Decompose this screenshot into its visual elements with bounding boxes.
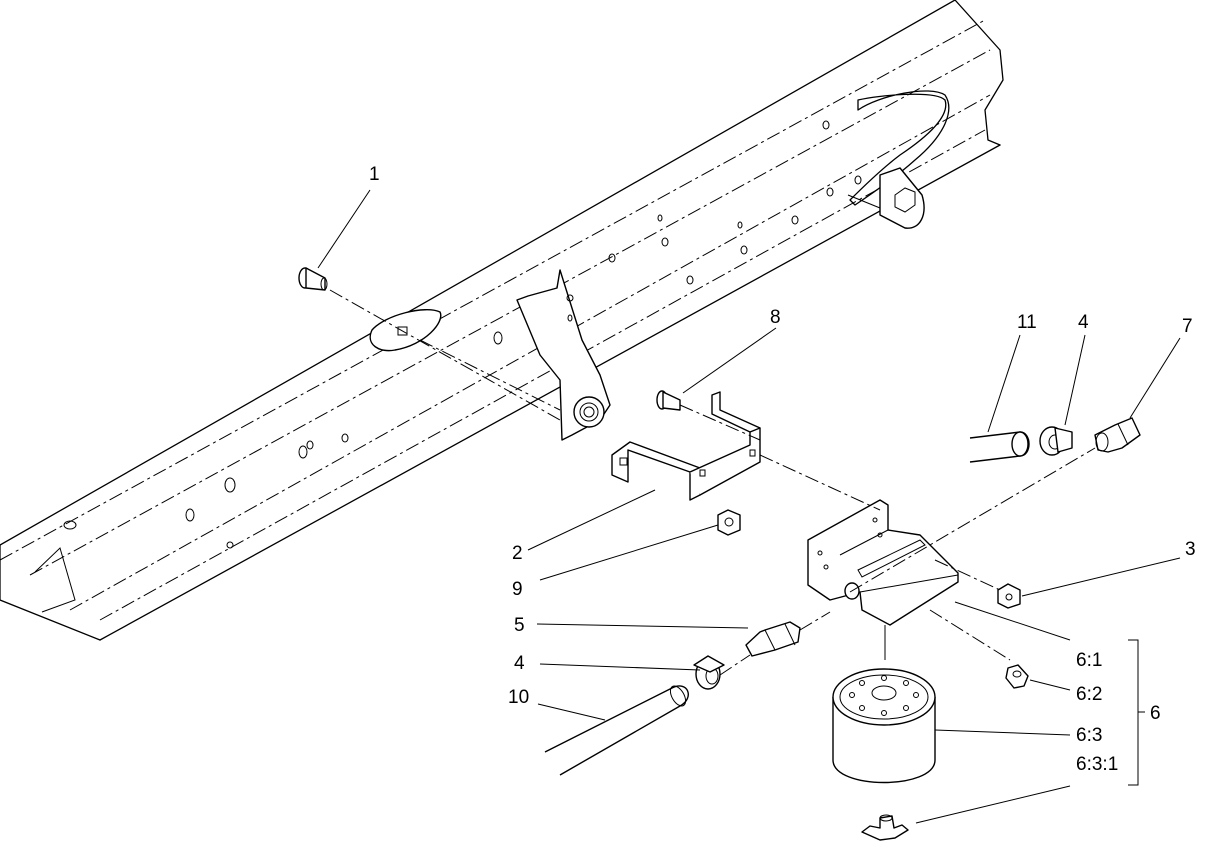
frame-rail <box>0 0 1004 641</box>
part-11-hose <box>969 431 1030 463</box>
leader-lines <box>317 189 1181 824</box>
callout-6-3: 6:3 <box>1076 725 1102 746</box>
part-9-nut <box>717 509 741 536</box>
callout-11: 11 <box>1017 312 1037 333</box>
part-8-bolt <box>656 390 681 411</box>
callout-3: 3 <box>1185 539 1196 560</box>
callout-5: 5 <box>514 615 525 636</box>
callout-6: 6 <box>1150 703 1161 724</box>
callout-1: 1 <box>369 164 380 185</box>
part-6-3-filter <box>832 668 936 784</box>
callout-8: 8 <box>770 307 781 328</box>
part-6-1-filter-head <box>807 499 959 660</box>
part-6-3-1-drain-valve <box>861 814 909 841</box>
part-1-bolt <box>298 267 328 291</box>
part-5-fitting <box>745 621 801 657</box>
callout-4-upper: 4 <box>1078 312 1089 333</box>
callout-2: 2 <box>512 543 523 564</box>
part-4-clamp-upper <box>1039 426 1073 456</box>
callout-6-2: 6:2 <box>1076 684 1102 705</box>
part-10-hose <box>544 685 689 776</box>
callout-6-3-1: 6:3:1 <box>1076 754 1118 775</box>
callout-6-1: 6:1 <box>1076 650 1102 671</box>
part-2-bracket <box>611 391 761 501</box>
part-3-nut <box>997 583 1021 609</box>
callout-7: 7 <box>1182 316 1193 337</box>
part-6-2-plug <box>1005 664 1029 689</box>
callout-4-lower: 4 <box>514 653 525 674</box>
callout-10: 10 <box>508 687 529 708</box>
part-7-fitting <box>1094 417 1141 453</box>
callout-9: 9 <box>512 579 523 600</box>
part-4-clamp-lower <box>693 655 725 690</box>
